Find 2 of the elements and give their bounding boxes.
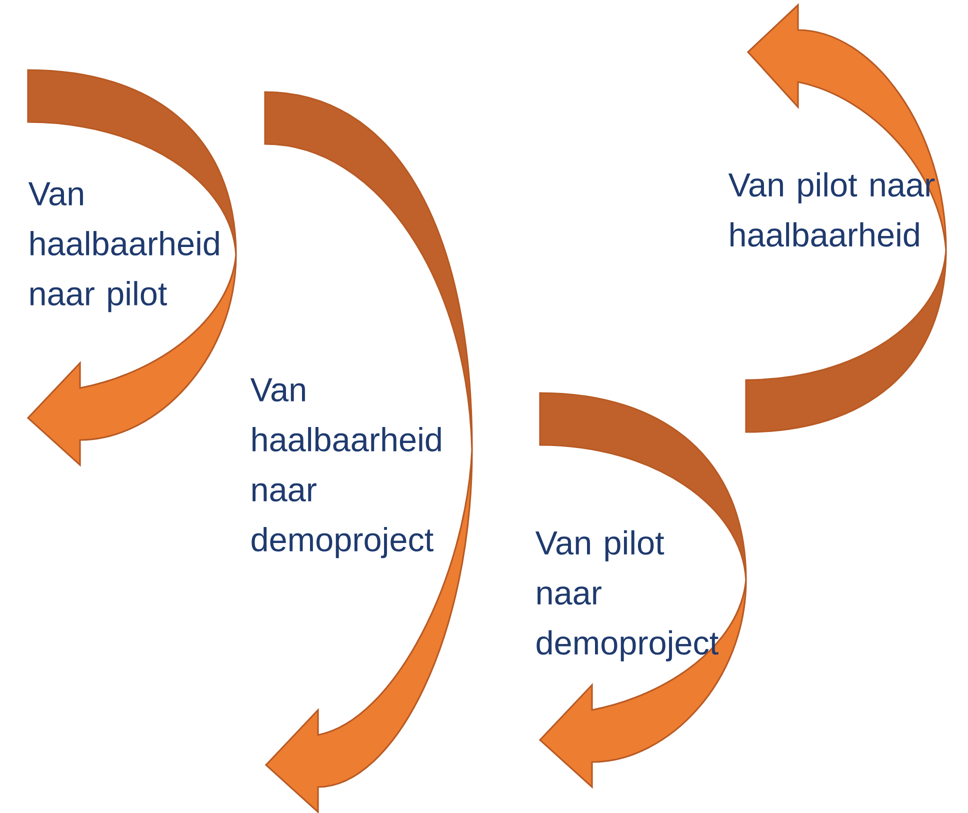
arrow-label: Van haalbaarheid naar demoproject	[250, 378, 441, 558]
arrow-label: Van haalbaarheid naar pilot	[28, 182, 219, 312]
